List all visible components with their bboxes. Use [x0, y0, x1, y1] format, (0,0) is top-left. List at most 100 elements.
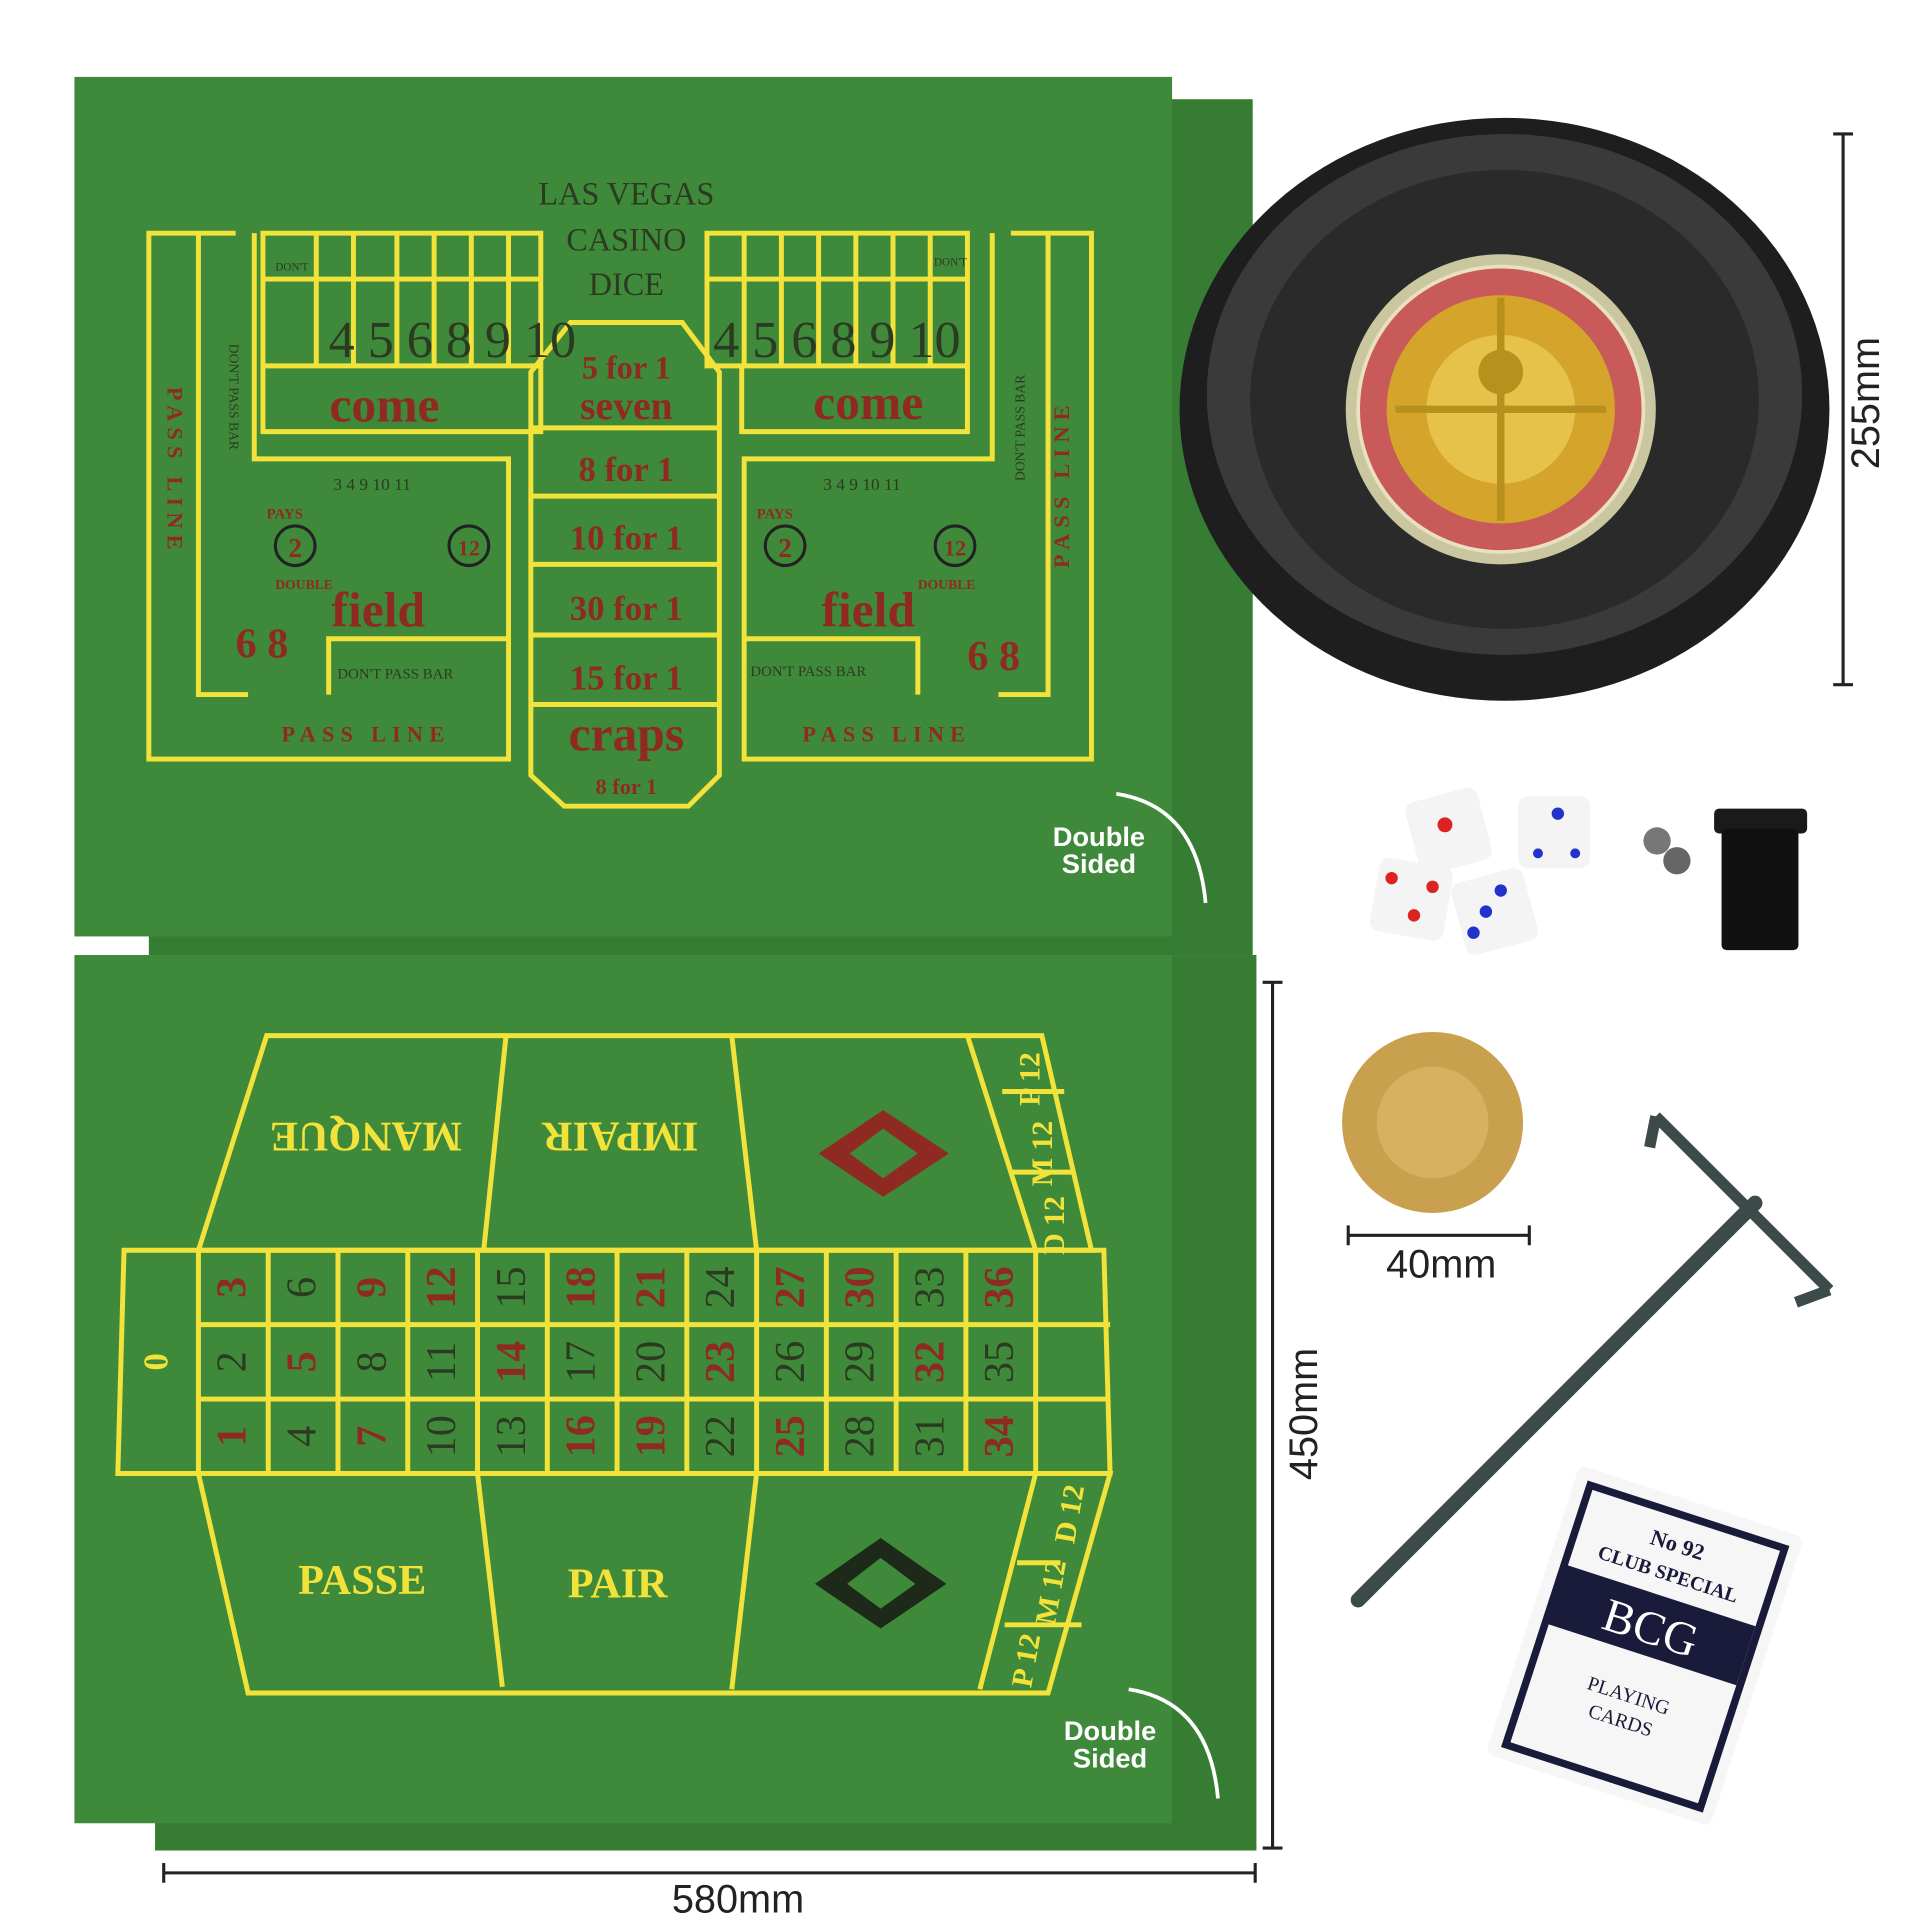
come-right: come [813, 375, 923, 430]
roulette-number-22[interactable]: 22 [697, 1415, 744, 1457]
playing-cards: No 92 CLUB SPECIAL BCG PLAYING CARDS [1487, 1466, 1802, 1825]
prop-15for1: 15 for 1 [570, 659, 683, 698]
roulette-number-4[interactable]: 4 [279, 1426, 326, 1447]
prop-8for1-bottom: 8 for 1 [596, 774, 658, 799]
rake [1350, 1112, 1834, 1608]
roulette-number-5[interactable]: 5 [279, 1351, 326, 1372]
roulette-number-27[interactable]: 27 [767, 1266, 814, 1308]
roulette-number-10[interactable]: 10 [418, 1415, 465, 1457]
double-sided-label-2a: Double [1064, 1715, 1156, 1746]
double-sided-label-1b: Sided [1062, 848, 1136, 879]
dice [1369, 787, 1591, 955]
come-left: come [329, 378, 439, 433]
label-impair[interactable]: IMPAIR [542, 1112, 699, 1159]
place-numbers-left: 4 5 6 8 9 10 [329, 312, 576, 369]
curved-arrow-icon [1115, 791, 1208, 904]
roulette-number-24[interactable]: 24 [697, 1266, 744, 1308]
roulette-number-1[interactable]: 1 [209, 1426, 256, 1447]
dimension-line-wheel [1833, 132, 1854, 687]
dimension-line-mat-width [162, 1862, 1257, 1883]
roulette-number-36[interactable]: 36 [976, 1266, 1023, 1308]
pays-left: PAYS [267, 506, 303, 522]
dimension-line-mat-height [1262, 980, 1283, 1850]
dont-pass-side-right: DON'T PASS BAR [1012, 374, 1027, 481]
craps-title-1: LAS VEGAS [538, 176, 714, 212]
chip-dimension: 40mm [1386, 1243, 1496, 1287]
roulette-number-35[interactable]: 35 [976, 1341, 1023, 1383]
pass-line-left: PASS LINE [281, 722, 450, 747]
prop-craps: craps [568, 706, 684, 761]
roulette-number-20[interactable]: 20 [627, 1341, 674, 1383]
diamond-black-icon[interactable] [814, 1537, 947, 1629]
roulette-number-31[interactable]: 31 [906, 1415, 953, 1457]
roulette-number-32[interactable]: 32 [906, 1341, 953, 1383]
field-twelve-right: 12 [944, 536, 966, 561]
roulette-number-14[interactable]: 14 [488, 1341, 535, 1383]
field-two-left: 2 [288, 533, 302, 563]
dimension-line-chip [1346, 1225, 1531, 1246]
field-twelve-left: 12 [458, 536, 480, 561]
dozen-p-top[interactable]: P 12 [1013, 1052, 1046, 1106]
roulette-number-2[interactable]: 2 [209, 1351, 256, 1372]
roulette-number-33[interactable]: 33 [906, 1266, 953, 1308]
prop-8for1: 8 for 1 [578, 450, 674, 489]
double-sided-label-1a: Double [1053, 821, 1145, 852]
roulette-number-29[interactable]: 29 [837, 1341, 884, 1383]
field-numbers-right: 3 4 9 10 11 [823, 475, 900, 494]
double-sided-label-2b: Sided [1073, 1742, 1147, 1773]
roulette-number-17[interactable]: 17 [558, 1341, 605, 1383]
roulette-number-3[interactable]: 3 [209, 1277, 256, 1298]
diamond-red-icon[interactable] [818, 1110, 949, 1197]
craps-title-2: CASINO [566, 222, 686, 258]
roulette-number-9[interactable]: 9 [348, 1277, 395, 1298]
roulette-number-8[interactable]: 8 [348, 1351, 395, 1372]
roulette-number-30[interactable]: 30 [837, 1266, 884, 1308]
roulette-number-13[interactable]: 13 [488, 1415, 535, 1457]
craps-title-3: DICE [589, 266, 664, 302]
roulette-number-16[interactable]: 16 [558, 1415, 605, 1457]
dozen-m-top[interactable]: M 12 [1026, 1121, 1059, 1186]
roulette-number-11[interactable]: 11 [418, 1342, 465, 1383]
ball-icon [1643, 827, 1671, 855]
roulette-number-26[interactable]: 26 [767, 1341, 814, 1383]
roulette-number-6[interactable]: 6 [279, 1277, 326, 1298]
label-manque[interactable]: MANQUE [270, 1112, 462, 1159]
roulette-number-28[interactable]: 28 [837, 1415, 884, 1457]
label-pair[interactable]: PAIR [568, 1561, 668, 1608]
place-numbers-right: 4 5 6 8 9 10 [713, 312, 960, 369]
pays-right: PAYS [757, 506, 793, 522]
dice-cup [1714, 808, 1808, 951]
place-number-lines [262, 233, 968, 366]
roulette-number-18[interactable]: 18 [558, 1266, 605, 1308]
prop-seven: seven [580, 384, 673, 428]
big-6-8-right: 6 8 [967, 633, 1020, 680]
dont-label-l: DON'T [275, 261, 308, 273]
roulette-number-21[interactable]: 21 [627, 1266, 674, 1308]
dont-label-r: DON'T [934, 256, 967, 268]
roulette-number-7[interactable]: 7 [348, 1426, 395, 1447]
big-6-8-left: 6 8 [236, 620, 289, 667]
roulette-number-19[interactable]: 19 [627, 1415, 674, 1457]
roulette-number-12[interactable]: 12 [418, 1266, 465, 1308]
roulette-grid-lines [265, 1250, 1039, 1474]
label-passe[interactable]: PASSE [298, 1557, 426, 1604]
field-numbers-left: 3 4 9 10 11 [333, 475, 410, 494]
mat-height-dimension: 450mm [1282, 1348, 1326, 1480]
dont-pass-side-left: DON'T PASS BAR [226, 344, 241, 451]
curved-arrow-icon [1128, 1687, 1220, 1799]
roulette-number-34[interactable]: 34 [976, 1415, 1023, 1457]
dont-pass-bar-left: DON'T PASS BAR [337, 666, 453, 682]
field-right: field [821, 582, 915, 637]
zero-cell[interactable]: 0 [136, 1353, 175, 1370]
prop-5for1: 5 for 1 [582, 349, 671, 385]
roulette-number-15[interactable]: 15 [488, 1266, 535, 1308]
roulette-number-25[interactable]: 25 [767, 1415, 814, 1457]
field-two-right: 2 [778, 533, 792, 563]
roulette-number-23[interactable]: 23 [697, 1341, 744, 1383]
mat-width-dimension: 580mm [672, 1878, 804, 1920]
dozen-d-top[interactable]: D 12 [1038, 1196, 1071, 1255]
field-left: field [331, 582, 425, 637]
